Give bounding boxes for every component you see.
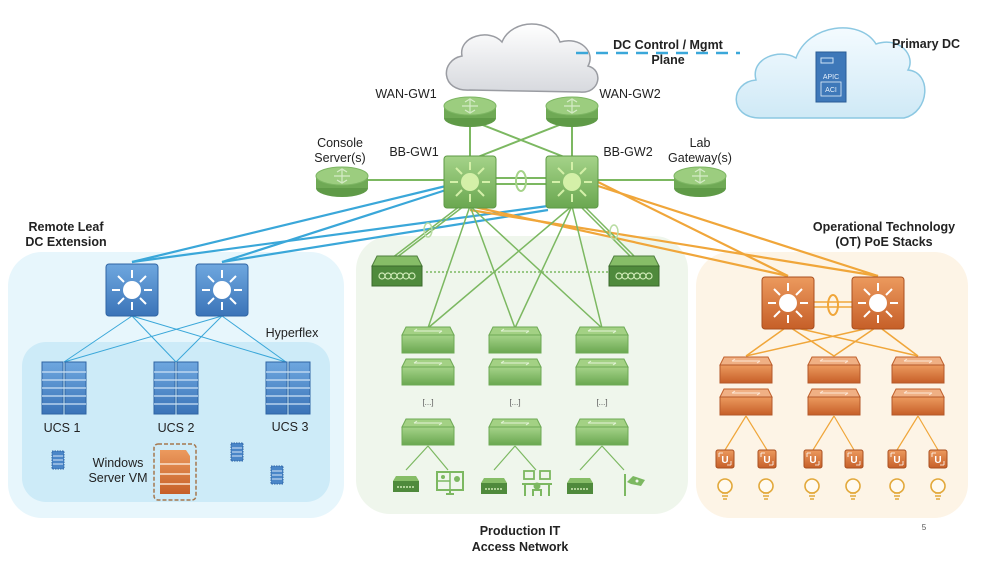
plc-controller-icon[interactable] — [803, 449, 823, 469]
ucs1-label: UCS 1 — [44, 421, 81, 435]
ucs2-label: UCS 2 — [158, 421, 195, 435]
port-channel-icon — [515, 170, 527, 192]
lab-gateway-label-line2: Gateway(s) — [668, 151, 732, 165]
poe-switch-icon[interactable] — [891, 356, 945, 384]
ucs3-label: UCS 3 — [272, 420, 309, 434]
ot-title-line2: (OT) PoE Stacks — [835, 235, 932, 249]
stack-ellipsis: [...] — [422, 398, 433, 407]
access-switch-icon[interactable] — [488, 418, 542, 446]
ot-zone — [696, 252, 968, 518]
windows-vm-label-line1: Windows — [93, 456, 144, 470]
remote-leaf-title-line1: Remote Leaf — [28, 220, 104, 234]
vm-icon[interactable] — [51, 450, 65, 470]
poe-switch-icon[interactable] — [891, 388, 945, 416]
ot-endpoint-links — [724, 415, 939, 451]
ot-core-switch-1-icon[interactable] — [761, 276, 815, 330]
wan-gw1-label: WAN-GW1 — [375, 87, 436, 101]
stack-ellipsis: [...] — [509, 398, 520, 407]
wan-gw2-router-icon[interactable] — [545, 96, 599, 128]
console-server-label-line2: Server(s) — [314, 151, 365, 165]
control-plane-label-line1: DC Control / Mgmt — [613, 38, 724, 52]
access-switch-icon[interactable] — [488, 326, 542, 354]
hyperflex-zone — [22, 342, 330, 502]
access-switch-icon[interactable] — [401, 358, 455, 386]
security-camera-icon[interactable] — [624, 474, 645, 496]
access-point-icon[interactable] — [392, 475, 420, 493]
plc-controller-icon[interactable] — [757, 449, 777, 469]
ot-core-switch-2-icon[interactable] — [851, 276, 905, 330]
windows-server-vm-icon[interactable] — [153, 443, 197, 501]
ot-title-line1: Operational Technology — [813, 220, 955, 234]
ot-fabric-links — [745, 301, 919, 357]
ot-uplinks — [469, 181, 879, 278]
plc-controller-icon[interactable] — [715, 449, 735, 469]
plc-controller-icon[interactable] — [887, 449, 907, 469]
console-server-router-icon[interactable] — [315, 166, 369, 198]
plc-controller-icon[interactable] — [928, 449, 948, 469]
access-point-icon[interactable] — [480, 477, 508, 495]
access-switch-icon[interactable] — [575, 326, 629, 354]
remote-leaf-fabric-links — [63, 315, 287, 363]
access-switch-icon[interactable] — [401, 326, 455, 354]
remote-leaf-uplinks — [131, 184, 549, 264]
production-it-title-line1: Production IT — [480, 524, 561, 538]
wireless-controller-1-icon[interactable] — [371, 255, 423, 287]
access-switch-icon[interactable] — [575, 358, 629, 386]
port-channel-icon — [609, 224, 619, 240]
access-switch-icon[interactable] — [401, 418, 455, 446]
bb-gw1-switch-icon[interactable] — [443, 155, 497, 209]
apic-appliance: APIC ACI — [815, 51, 847, 103]
poe-switch-icon[interactable] — [807, 388, 861, 416]
access-switch-icon[interactable] — [575, 418, 629, 446]
it-uplinks — [391, 205, 637, 329]
port-channel-icon — [827, 294, 839, 316]
poe-switch-icon[interactable] — [719, 356, 773, 384]
lab-gateway-label-line1: Lab — [690, 136, 711, 150]
poe-switch-icon[interactable] — [719, 388, 773, 416]
video-conference-icon[interactable] — [436, 471, 464, 495]
primary-dc-label: Primary DC — [892, 37, 960, 51]
bb-gw2-label: BB-GW2 — [603, 145, 652, 159]
wan-gw2-label: WAN-GW2 — [599, 87, 660, 101]
bb-gw1-label: BB-GW1 — [389, 145, 438, 159]
page-number: 5 — [922, 523, 927, 532]
wan-cloud — [445, 23, 599, 93]
workstations-icon[interactable] — [522, 470, 552, 496]
remote-leaf-switch-1-icon[interactable] — [105, 263, 159, 317]
poe-switch-icon[interactable] — [807, 356, 861, 384]
windows-vm-label-line2: Server VM — [88, 471, 147, 485]
plc-controller-icon[interactable] — [844, 449, 864, 469]
bb-gw2-switch-icon[interactable] — [545, 155, 599, 209]
access-point-icon[interactable] — [566, 477, 594, 495]
apic-label: APIC — [823, 74, 839, 81]
backbone-links — [366, 119, 676, 185]
wan-gw1-router-icon[interactable] — [443, 96, 497, 128]
hyperflex-label: Hyperflex — [266, 326, 320, 340]
wireless-controller-2-icon[interactable] — [608, 255, 660, 287]
vm-icon[interactable] — [230, 442, 244, 462]
access-switch-icon[interactable] — [488, 358, 542, 386]
vm-icon[interactable] — [270, 465, 284, 485]
production-it-title-line2: Access Network — [472, 540, 569, 554]
port-channel-icon — [423, 222, 433, 238]
remote-leaf-switch-2-icon[interactable] — [195, 263, 249, 317]
remote-leaf-title-line2: DC Extension — [25, 235, 106, 249]
lab-gateway-router-icon[interactable] — [673, 166, 727, 198]
control-plane-label-line2: Plane — [651, 53, 684, 67]
stack-ellipsis: [...] — [596, 398, 607, 407]
aci-label: ACI — [825, 87, 837, 94]
it-endpoint-links — [405, 445, 625, 471]
console-server-label-line1: Console — [317, 136, 363, 150]
